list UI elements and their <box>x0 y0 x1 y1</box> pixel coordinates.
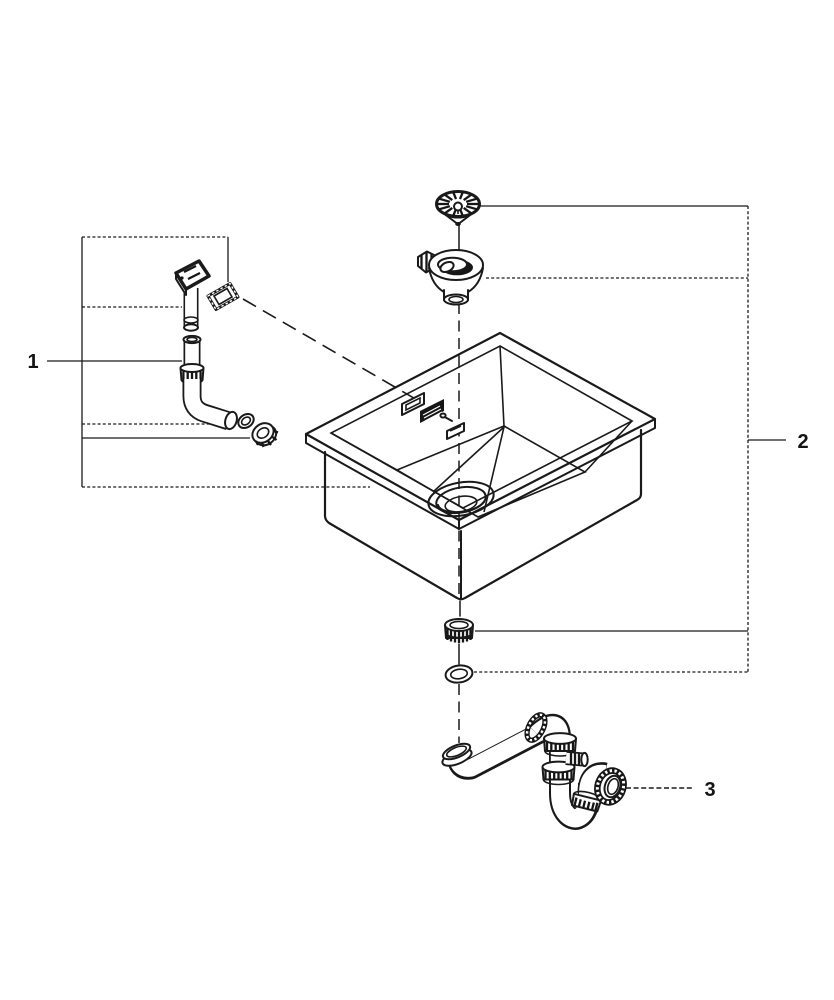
part-o-ring <box>444 664 474 684</box>
trap-clamp-ring <box>524 712 548 743</box>
part-strainer-cap <box>435 190 481 226</box>
trap-hose-nub <box>565 751 589 768</box>
overflow-locknut <box>251 422 279 448</box>
part-sink-bowl <box>304 331 657 601</box>
part-overflow-assembly <box>174 259 279 448</box>
sink-body-fill <box>325 426 641 600</box>
part-drain-locknut <box>444 618 474 643</box>
overflow-cover-plate <box>174 259 211 296</box>
trap-nut-lower <box>541 760 576 786</box>
sink-bowl-bottom <box>395 425 587 518</box>
overflow-union-nut <box>179 363 205 385</box>
part-strainer-flange <box>417 249 484 306</box>
axis-centerline <box>458 223 461 743</box>
sink-body-outline <box>323 428 643 601</box>
trap-band-outlet <box>571 790 603 813</box>
part-trap-assembly <box>441 712 627 830</box>
alignment-dash-diagonal <box>242 298 420 402</box>
overflow-clamp-plate <box>446 422 465 440</box>
callout-label-3: 3 <box>704 779 715 801</box>
callout-1-bracket <box>47 236 250 487</box>
trap-inlet-pipe <box>441 723 545 780</box>
callout-2-bracket <box>474 205 786 673</box>
callout-label-2: 2 <box>797 431 808 453</box>
overflow-gasket-frame <box>206 282 240 311</box>
overflow-elbow <box>182 379 238 431</box>
sink-overflow-cutout <box>401 392 465 440</box>
trap-outlet-socket <box>594 767 627 806</box>
strainer-cap-ribs <box>437 191 479 217</box>
overflow-washer <box>237 412 255 430</box>
callout-label-1: 1 <box>27 351 38 373</box>
overflow-pipe-upper <box>183 287 199 332</box>
